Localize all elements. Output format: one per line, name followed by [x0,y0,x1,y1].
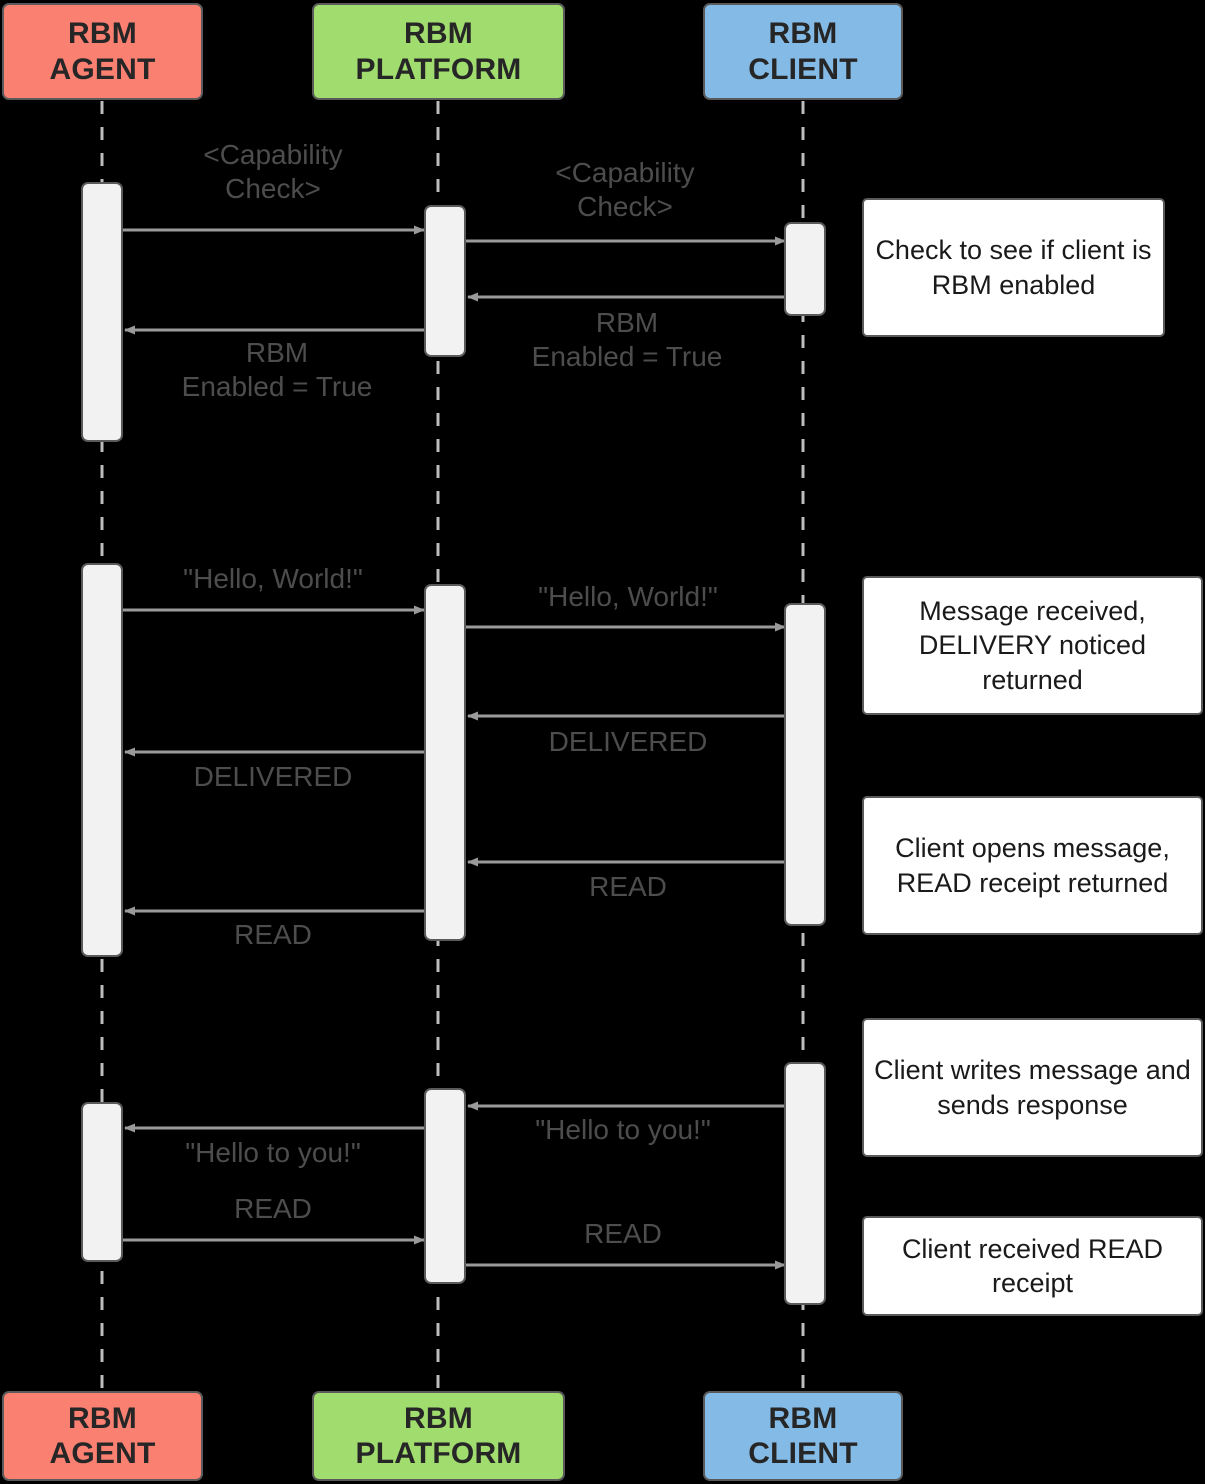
msg-label-hello-to-you-1: "Hello to you!" [535,1114,711,1145]
actor-header-platform-line2: PLATFORM [355,52,522,86]
msg-label-read-1: READ [589,871,667,902]
msg-label-read-2: READ [234,919,312,950]
msg-label-rbm-enabled-1: RBM Enabled = True [531,307,723,372]
activation-client-3 [784,1062,826,1305]
actor-footer-client-line1: RBM [768,1401,838,1435]
note-client-received-read: Client received READ receipt [862,1216,1203,1316]
msg-label-delivered-1: DELIVERED [548,726,708,757]
msg-label-hello-world-1: "Hello, World!" [183,563,363,594]
activation-client-2 [784,603,826,926]
actor-header-agent[interactable]: RBM AGENT [2,3,203,100]
actor-footer-platform-line1: RBM [404,1401,473,1435]
actor-footer-client[interactable]: RBM CLIENT [703,1391,903,1481]
activation-client-1 [784,222,826,316]
actor-footer-agent-line1: RBM [68,1401,137,1435]
msg-label-capability-check-2: <Capability Check> [555,157,695,222]
msg-label-hello-to-you-2: "Hello to you!" [185,1137,361,1168]
note-capability-check: Check to see if client is RBM enabled [862,198,1165,337]
msg-label-capability-check-1: <Capability Check> [203,139,343,204]
note-message-received: Message received, DELIVERY noticed retur… [862,576,1203,715]
msg-label-read2-1: READ [234,1193,312,1224]
actor-footer-agent[interactable]: RBM AGENT [2,1391,203,1481]
actor-header-agent-line1: RBM [68,17,137,51]
msg-label-delivered-2: DELIVERED [193,761,353,792]
msg-label-rbm-enabled-2: RBM Enabled = True [181,337,373,402]
actor-header-client-line1: RBM [768,17,838,51]
actor-header-platform-line1: RBM [404,17,473,51]
actor-header-agent-line2: AGENT [49,52,156,86]
actor-footer-agent-line2: AGENT [49,1437,156,1470]
activation-agent-1 [81,182,123,442]
actor-footer-client-line2: CLIENT [748,1437,858,1470]
actor-header-client-line2: CLIENT [748,52,858,86]
activation-agent-2 [81,563,123,957]
activation-agent-3 [81,1102,123,1262]
actor-header-client[interactable]: RBM CLIENT [703,3,903,100]
note-client-opens-message: Client opens message, READ receipt retur… [862,796,1203,935]
activation-platform-1 [424,205,466,357]
activation-platform-2 [424,584,466,941]
note-client-writes-message: Client writes message and sends response [862,1018,1203,1157]
actor-footer-platform[interactable]: RBM PLATFORM [312,1391,565,1481]
msg-label-hello-world-2: "Hello, World!" [538,581,718,612]
actor-footer-platform-line2: PLATFORM [355,1437,522,1470]
activation-platform-3 [424,1088,466,1284]
msg-label-read2-2: READ [584,1218,662,1249]
actor-header-platform[interactable]: RBM PLATFORM [312,3,565,100]
